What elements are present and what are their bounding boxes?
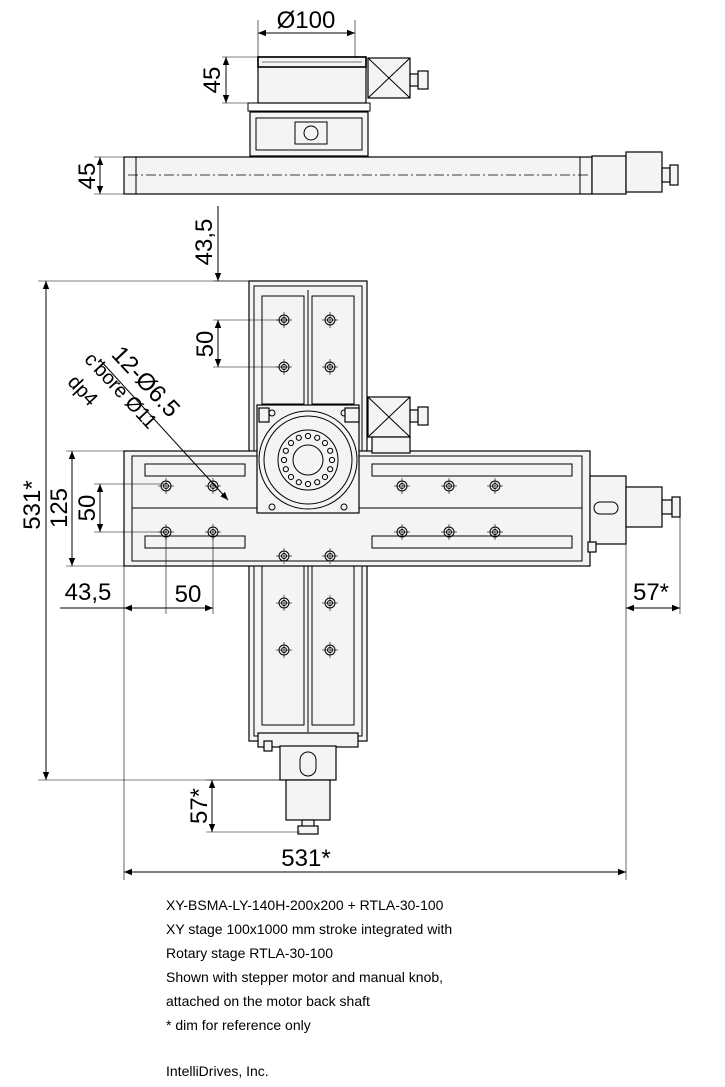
dim-hole-pitch-horizontal: 50 xyxy=(175,581,202,608)
dim-hole-pitch-side: 50 xyxy=(74,495,101,522)
mounting-hole xyxy=(487,478,503,494)
dim-overall-height: 531* xyxy=(19,480,46,529)
rotary-hole xyxy=(282,466,289,473)
dim-top-offset: 43,5 xyxy=(191,219,218,266)
top-view xyxy=(123,280,681,835)
rotary-corner-hole xyxy=(268,503,276,511)
side-view xyxy=(123,56,679,195)
mounting-hole xyxy=(276,642,292,658)
mounting-hole xyxy=(487,524,503,540)
company-name: IntelliDrives, Inc. xyxy=(166,1063,269,1079)
rotary-hole xyxy=(304,480,312,488)
note-line-1: XY-BSMA-LY-140H-200x200 + RTLA-30-100 xyxy=(166,897,444,913)
dim-overall-width: 531* xyxy=(281,845,330,872)
mounting-hole xyxy=(276,548,292,564)
mounting-hole xyxy=(322,312,338,328)
rotary-hole xyxy=(328,456,336,464)
mounting-hole xyxy=(158,478,174,494)
mounting-hole xyxy=(322,548,338,564)
note-line-6: * dim for reference only xyxy=(166,1017,311,1033)
rotary-hole xyxy=(295,434,302,441)
rotary-hole xyxy=(321,473,329,481)
dim-base-height: 45 xyxy=(74,163,101,190)
mounting-hole xyxy=(394,478,410,494)
rotary-hole xyxy=(321,439,329,447)
rotary-scale-ticks xyxy=(262,61,362,68)
rotary-corner-hole xyxy=(340,503,348,511)
dim-motor-length-right: 57* xyxy=(633,579,669,606)
drawing-notes: XY-BSMA-LY-140H-200x200 + RTLA-30-100 XY… xyxy=(166,897,452,1079)
mounting-hole xyxy=(441,478,457,494)
side-view-dimensions: Ø100 45 45 xyxy=(74,7,356,195)
note-line-4: Shown with stepper motor and manual knob… xyxy=(166,969,443,985)
dim-left-offset: 43,5 xyxy=(65,579,112,606)
note-line-2: XY stage 100x1000 mm stroke integrated w… xyxy=(166,921,452,937)
dim-rotary-diameter: Ø100 xyxy=(277,7,336,34)
rotary-hole xyxy=(280,456,288,464)
mounting-hole xyxy=(394,524,410,540)
rotary-hole xyxy=(327,466,334,473)
rotary-hole xyxy=(314,434,321,441)
dim-width-125: 125 xyxy=(46,488,73,528)
mounting-hole xyxy=(322,359,338,375)
rotary-hole xyxy=(287,473,295,481)
rotary-hole xyxy=(282,447,289,454)
note-line-5: attached on the motor back shaft xyxy=(166,993,370,1009)
rotary-hole xyxy=(327,447,334,454)
rotary-hole xyxy=(304,432,312,440)
mounting-hole xyxy=(441,524,457,540)
dim-hole-pitch-vertical: 50 xyxy=(192,331,219,358)
note-line-3: Rotary stage RTLA-30-100 xyxy=(166,945,333,961)
rotary-hole xyxy=(295,479,302,486)
dim-motor-length-bottom: 57* xyxy=(186,788,213,824)
mounting-hole xyxy=(322,642,338,658)
mounting-hole xyxy=(322,595,338,611)
rotary-hole xyxy=(314,479,321,486)
rotary-hole xyxy=(287,439,295,447)
mounting-hole xyxy=(276,595,292,611)
dim-rotary-height: 45 xyxy=(199,67,226,94)
